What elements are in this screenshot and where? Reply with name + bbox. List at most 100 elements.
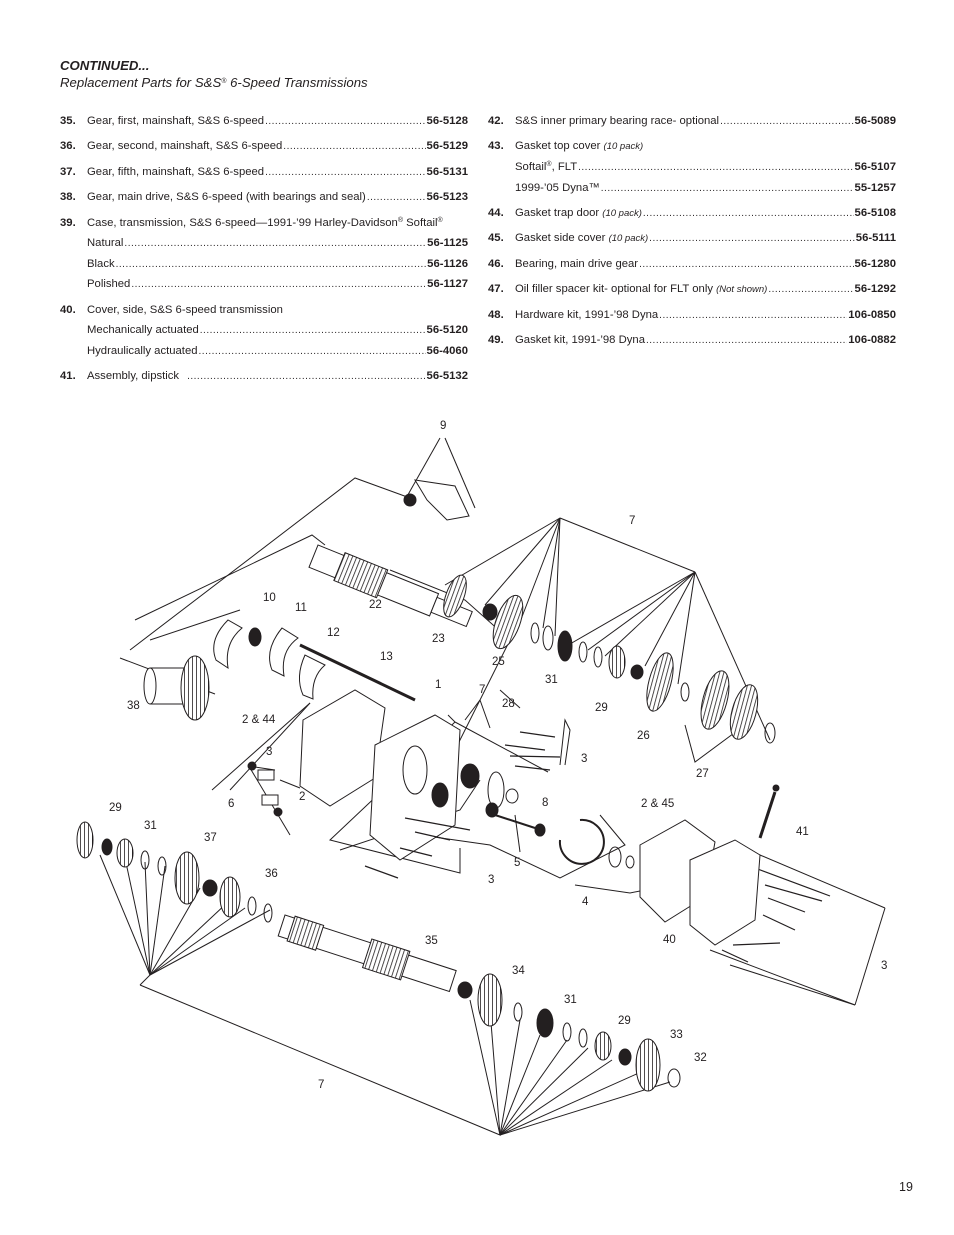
callout-9: 9	[440, 420, 446, 432]
parts-list-right: 42. S&S inner primary bearing race- opti…	[488, 115, 896, 359]
part-row-43: 43. Gasket top cover (10 pack)	[488, 140, 644, 153]
callout-3d: 3	[881, 960, 887, 972]
part-row-39-polished: Polished 56-1127	[60, 278, 468, 299]
part-number: 56-1127	[427, 278, 468, 291]
part-number: 55-1257	[854, 181, 896, 194]
part-row-46: 46. Bearing, main drive gear 56-1280	[488, 258, 896, 279]
callout-2-44: 2 & 44	[242, 714, 276, 726]
part-row-41: 41. Assembly, dipstick 56-5132	[60, 370, 468, 391]
callout-13: 13	[380, 651, 393, 663]
callout-40: 40	[663, 934, 676, 946]
callout-29b: 29	[109, 802, 122, 814]
bolts	[364, 731, 831, 963]
page-header: CONTINUED... Replacement Parts for S&S® …	[60, 57, 368, 91]
callout-26: 26	[637, 730, 650, 742]
part-row-47: 47. Oil filler spacer kit- optional for …	[488, 283, 896, 304]
part-row-45: 45. Gasket side cover (10 pack) 56-5111	[488, 232, 896, 253]
callout-36: 36	[265, 868, 278, 880]
callout-10: 10	[263, 592, 276, 604]
part-row-37: 37. Gear, fifth, mainshaft, S&S 6-speed …	[60, 166, 468, 187]
continued-title: CONTINUED...	[60, 58, 150, 73]
mainshaft-assembly	[76, 821, 681, 1092]
side-cover	[639, 784, 780, 946]
part-number: 56-4060	[426, 344, 468, 357]
callout-3c: 3	[488, 874, 494, 886]
part-row-48: 48. Hardware kit, 1991-’98 Dyna 106-0850	[488, 309, 896, 330]
part-number: 56-5107	[854, 160, 896, 173]
part-number: 56-1125	[427, 237, 468, 250]
part-number: 56-5128	[426, 115, 468, 127]
leader-lines	[99, 437, 886, 1136]
part-number: 56-1280	[854, 257, 896, 270]
part-number: 56-5120	[426, 324, 468, 337]
callout-37: 37	[204, 832, 217, 844]
callout-27: 27	[696, 768, 709, 780]
part-row-40-mech: Mechanically actuated 56-5120	[60, 324, 468, 345]
callout-38: 38	[127, 700, 140, 712]
pushrod-parts	[494, 814, 635, 869]
part-row-36: 36. Gear, second, mainshaft, S&S 6-speed…	[60, 140, 468, 161]
transmission-case	[299, 689, 519, 861]
callout-6: 6	[228, 798, 234, 810]
callout-29c: 29	[618, 1015, 631, 1027]
part-row-38: 38. Gear, main drive, S&S 6-speed (with …	[60, 191, 468, 212]
part-number: 56-5132	[426, 370, 468, 383]
part-number: 106-0850	[848, 308, 896, 321]
part-number: 56-5089	[854, 115, 896, 127]
callout-35: 35	[425, 935, 438, 947]
parts-list-left: 35. Gear, first, mainshaft, S&S 6-speed …	[60, 115, 468, 391]
part-number: 56-5108	[854, 206, 896, 219]
callout-23: 23	[432, 633, 445, 645]
callout-labels: 9 7 22 10 11 12 13 23 25 31 29 26 27 38 …	[109, 420, 887, 1091]
main-drive-gear	[143, 655, 210, 721]
callout-29: 29	[595, 702, 608, 714]
callout-11: 11	[295, 602, 307, 614]
callout-4: 4	[582, 896, 589, 908]
part-row-42: 42. S&S inner primary bearing race- opti…	[488, 115, 896, 136]
section-subtitle: Replacement Parts for S&S® 6-Speed Trans…	[60, 75, 368, 90]
part-number: 56-5123	[426, 191, 468, 204]
callout-33: 33	[670, 1029, 683, 1041]
part-row-40-hyd: Hydraulically actuated 56-4060	[60, 345, 468, 366]
part-number: 56-5129	[426, 140, 468, 153]
callout-41: 41	[796, 826, 809, 838]
part-number: 56-1292	[854, 283, 896, 296]
part-row-39: 39. Case, transmission, S&S 6-speed—1991…	[60, 216, 443, 229]
callout-32: 32	[694, 1052, 707, 1064]
callout-22: 22	[369, 599, 382, 611]
shift-forks	[213, 619, 416, 702]
callout-5: 5	[514, 857, 520, 869]
page-number: 19	[899, 1180, 913, 1194]
callout-7: 7	[629, 515, 635, 527]
part-row-43-softail: Softail®, FLT 56-5107	[488, 161, 896, 182]
callout-7c: 7	[318, 1079, 324, 1091]
callout-7b: 7	[479, 684, 485, 696]
part-row-44: 44. Gasket trap door (10 pack) 56-5108	[488, 207, 896, 228]
part-row-39-black: Black 56-1126	[60, 258, 468, 279]
part-number: 106-0882	[848, 333, 896, 346]
callout-34: 34	[512, 965, 525, 977]
callout-31b: 31	[144, 820, 157, 832]
part-row-40: 40. Cover, side, S&S 6-speed transmissio…	[60, 303, 283, 316]
callout-31: 31	[545, 674, 558, 686]
part-row-35: 35. Gear, first, mainshaft, S&S 6-speed …	[60, 115, 468, 136]
callout-1: 1	[435, 679, 441, 691]
detent-parts	[247, 761, 283, 817]
part-number: 56-5131	[426, 165, 468, 178]
callout-2-45: 2 & 45	[641, 798, 674, 810]
part-row-43-dyna: 1999-’05 Dyna™ 55-1257	[488, 182, 896, 203]
callout-12: 12	[327, 627, 340, 639]
callout-8: 8	[542, 797, 548, 809]
callout-28: 28	[502, 698, 515, 710]
part-row-49: 49. Gasket kit, 1991-’98 Dyna 106-0882	[488, 334, 896, 355]
callout-3: 3	[266, 746, 272, 758]
callout-2: 2	[299, 791, 305, 803]
countershaft-assembly	[308, 544, 776, 744]
top-cover	[403, 479, 470, 521]
part-number: 56-1126	[427, 257, 468, 270]
part-number: 56-5111	[855, 232, 896, 245]
callout-31c: 31	[564, 994, 577, 1006]
callout-3b: 3	[581, 753, 587, 765]
part-row-39-natural: Natural 56-1125	[60, 237, 468, 258]
